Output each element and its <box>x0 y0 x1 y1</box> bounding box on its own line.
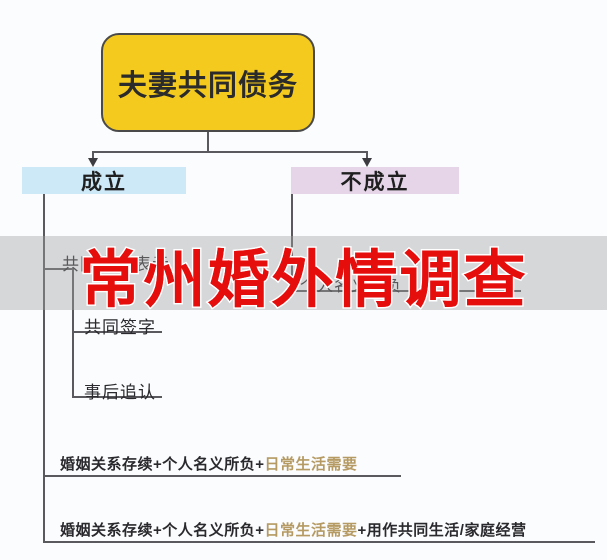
connector-right-drop <box>366 151 368 163</box>
connector-to-joint-intent <box>43 268 72 270</box>
connector-to-personal-name-debt <box>291 290 521 292</box>
connector-not-established-trunk <box>291 194 293 290</box>
arrow-down-icon-left <box>88 158 98 167</box>
connector-established-trunk <box>43 194 45 542</box>
connector-root-stem <box>207 132 209 152</box>
connector-to-criteria-row-1 <box>43 475 401 477</box>
criteria-row-1-accent: 日常生活需要 <box>264 456 358 473</box>
leaf-personal-name-debt: 个人名义所负 <box>300 278 403 295</box>
criteria-row-2: 婚姻关系存续+个人名义所负+日常生活需要+用作共同生活/家庭经营 <box>60 519 526 540</box>
branch-node-not-established: 不成立 <box>291 167 459 194</box>
connector-left-drop <box>92 151 94 163</box>
leaf-joint-signature: 共同签字 <box>84 318 156 337</box>
connector-root-horizontal <box>92 151 367 153</box>
connector-to-criteria-row-2 <box>43 541 595 543</box>
arrow-down-icon-right <box>362 158 372 167</box>
criteria-row-2-prefix: 婚姻关系存续+个人名义所负+ <box>60 522 265 539</box>
branch-node-established: 成立 <box>22 167 186 194</box>
branch-node-established-label: 成立 <box>81 170 127 194</box>
criteria-row-2-suffix: +用作共同生活/家庭经营 <box>357 522 527 539</box>
criteria-row-1-prefix: 婚姻关系存续+个人名义所负+ <box>60 456 265 473</box>
branch-node-not-established-label: 不成立 <box>340 170 410 194</box>
leaf-subsequent-ratification: 事后追认 <box>84 383 156 402</box>
leaf-joint-intent: 共同意思表示 <box>62 255 170 274</box>
connector-to-joint-signature <box>72 331 162 333</box>
root-node-label: 夫妻共同债务 <box>117 69 298 102</box>
criteria-row-1: 婚姻关系存续+个人名义所负+日常生活需要 <box>60 453 358 474</box>
root-node-spousal-joint-debt: 夫妻共同债务 <box>101 33 315 132</box>
connector-to-subsequent-ratification <box>72 396 162 398</box>
criteria-row-2-accent: 日常生活需要 <box>264 522 358 539</box>
